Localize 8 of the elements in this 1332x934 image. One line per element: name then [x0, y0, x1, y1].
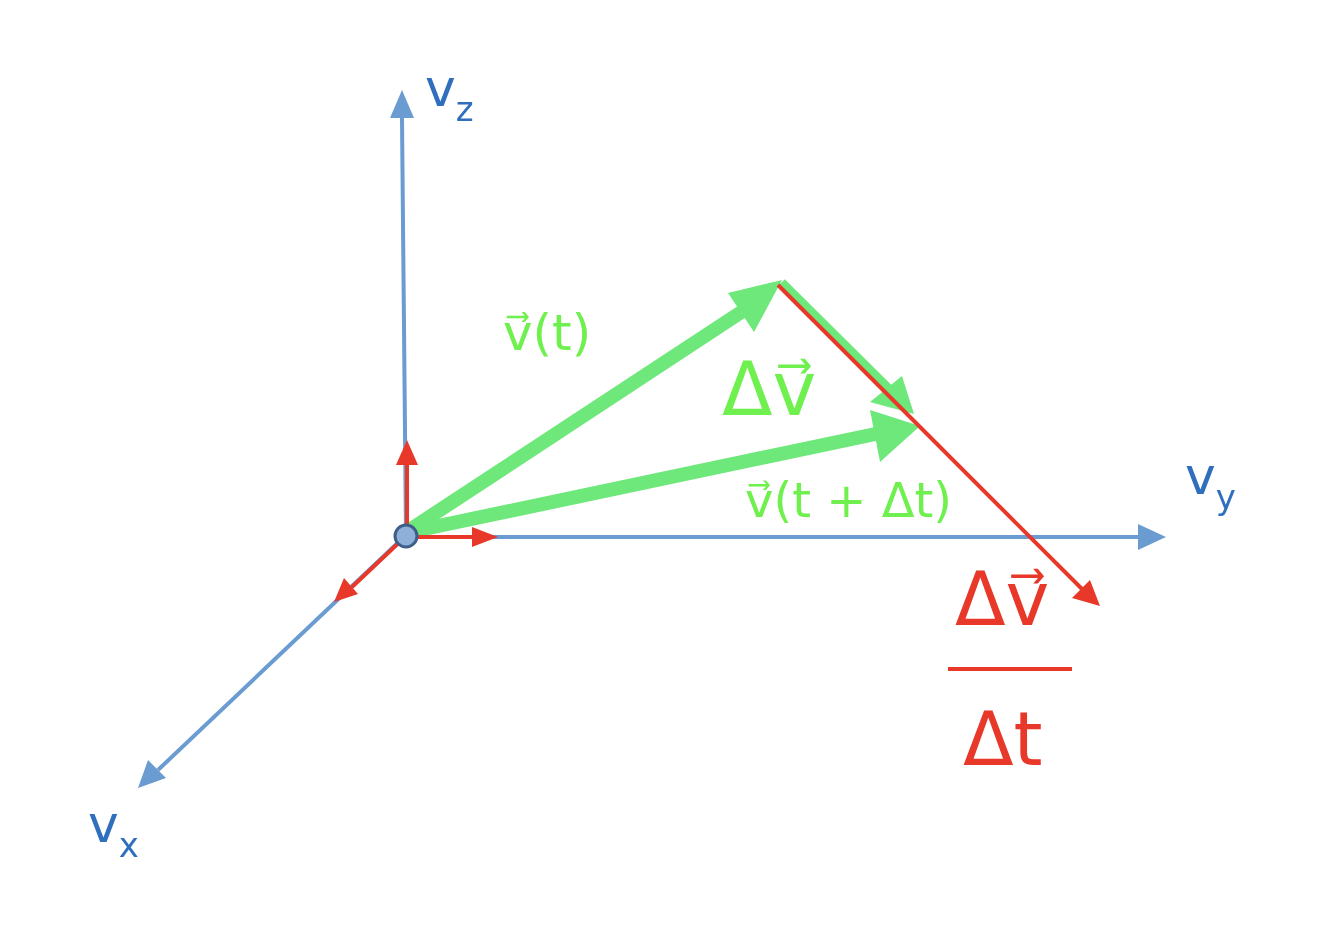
axis-label: v$_{x}$ [88, 798, 139, 863]
axis-label: v$_{z}$ [425, 62, 474, 127]
axis-label: v$_{y}$ [1185, 450, 1236, 515]
vector-label: v⃗(t) [503, 308, 592, 358]
fraction-numerator: Δv⃗ [955, 562, 1050, 636]
vector-label: Δv⃗ [722, 352, 817, 426]
vector-label: v⃗(t + Δt) [745, 476, 953, 524]
fraction-denominator: Δt [963, 702, 1043, 776]
